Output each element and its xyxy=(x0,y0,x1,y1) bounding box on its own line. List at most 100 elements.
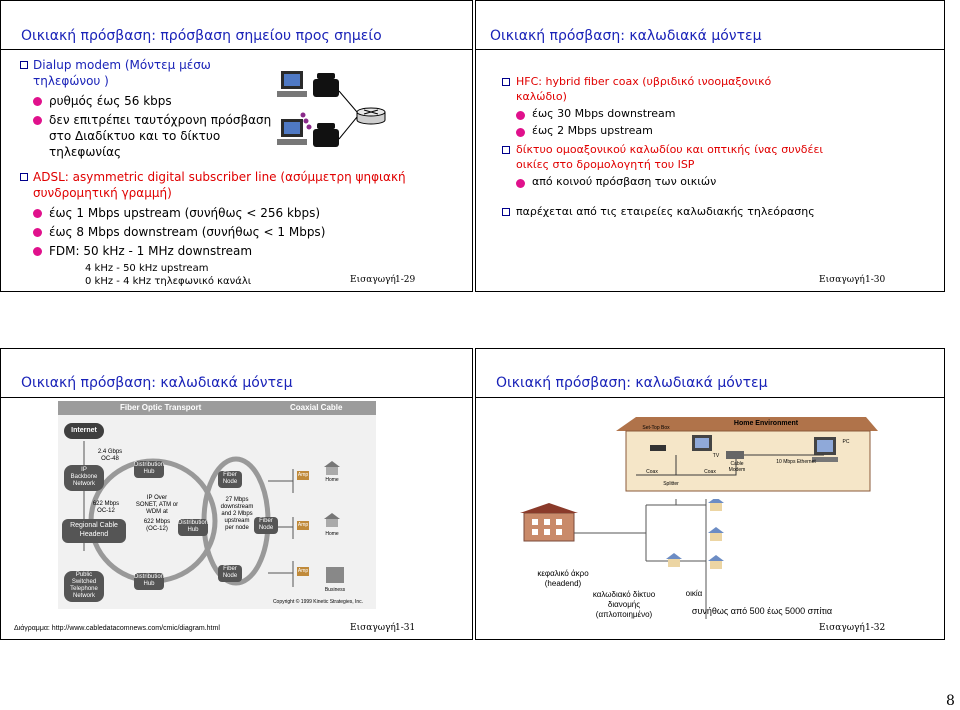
slide-title: Οικιακή πρόσβαση: καλωδιακά μόντεμ xyxy=(496,375,768,391)
pc-label: PC xyxy=(842,439,850,445)
house-icon xyxy=(708,555,724,569)
slide-1-29: Οικιακή πρόσβαση: πρόσβαση σημείου προς … xyxy=(0,0,473,292)
page-number: 8 xyxy=(946,693,955,709)
tv-icon xyxy=(692,435,712,451)
slide-title: Οικιακή πρόσβαση: καλωδιακά μόντεμ xyxy=(21,375,293,391)
amp-node: Amp xyxy=(297,567,309,576)
phone-icon xyxy=(313,123,339,147)
bullet-text: έως 8 Mbps downstream (συνήθως < 1 Mbps) xyxy=(49,225,326,239)
cable-modem-icon xyxy=(726,451,744,459)
home-label: Home xyxy=(325,531,339,537)
footer-label: Εισαγωγή xyxy=(819,623,865,633)
bullet-text: καλώδιο) xyxy=(516,90,567,103)
slide-title: Οικιακή πρόσβαση: καλωδιακά μόντεμ xyxy=(490,28,762,44)
bullet-text: έως 2 Mbps upstream xyxy=(532,124,653,137)
set-top-box-label: Set-Top Box xyxy=(642,425,670,431)
house-icons xyxy=(324,461,344,583)
diagram-header-bar xyxy=(58,401,376,415)
cable-modem-label: Cable Modem xyxy=(728,461,746,473)
footer-page-number: 1-32 xyxy=(865,623,886,633)
round-bullet-icon xyxy=(33,247,42,256)
distribution-tree xyxy=(520,499,724,619)
distribution-network-label: καλωδιακό δίκτυο διανομής (απλοποιημένο) xyxy=(592,590,656,619)
house-icon xyxy=(708,527,724,541)
router-icon xyxy=(356,107,386,125)
distribution-hub-node: Distribution Hub xyxy=(178,519,208,536)
bullet-text: οικίες στο δρομολογητή του ISP xyxy=(516,158,695,171)
square-bullet-icon xyxy=(20,61,28,69)
bullet-text: FDM: 50 kHz - 1 MHz downstream xyxy=(49,244,253,258)
bullet-text: δεν επιτρέπει ταυτόχρονη πρόσβαση xyxy=(49,113,272,127)
headend-node: Regional Cable Headend xyxy=(62,519,126,543)
home-env-label: Home Environment xyxy=(733,420,799,427)
bullet-text: έως 30 Mbps downstream xyxy=(532,107,676,120)
diagram-header-left: Fiber Optic Transport xyxy=(120,403,202,412)
copyright-label: Copyright © 1999 Kinetic Strategies, Inc… xyxy=(272,599,364,605)
fiber-node: Fiber Node xyxy=(218,565,242,582)
fiber-node: Fiber Node xyxy=(254,517,278,534)
phone-icon xyxy=(313,73,339,97)
home-environment-diagram: Home Environment Set-Top Box TV Cable Mo… xyxy=(616,411,878,497)
bullet-text: στο Διαδίκτυο και το δίκτυο xyxy=(49,129,221,143)
title-divider xyxy=(476,397,944,398)
bullet-text: HFC: hybrid fiber coax (υβριδικό ινοομαξ… xyxy=(516,75,772,88)
title-divider xyxy=(1,49,472,50)
bullet-text: Dialup modem (Μόντεμ μέσω xyxy=(33,58,211,72)
headend-building-icon xyxy=(520,503,578,542)
tv-label: TV xyxy=(712,453,720,459)
house-icon xyxy=(324,461,340,475)
house-icon xyxy=(708,499,724,511)
footer-label: Εισαγωγή xyxy=(819,275,865,285)
slide-1-31: Οικιακή πρόσβαση: καλωδιακά μόντεμ Fiber… xyxy=(0,348,473,640)
mbps27-label: 27 Mbps downstream and 2 Mbps upstream p… xyxy=(220,497,254,531)
distribution-hub-node: Distribution Hub xyxy=(134,573,164,590)
pc-icon xyxy=(812,437,838,462)
bullet-text: από κοινού πρόσβαση των οικιών xyxy=(532,175,717,188)
footer-page-number: 1-31 xyxy=(395,623,416,633)
oc12b-label: 622 Mbps (OC-12) xyxy=(143,519,171,532)
home-label: οικία xyxy=(685,589,703,598)
house-icon xyxy=(666,553,682,567)
footer-label: Εισαγωγή xyxy=(350,623,396,633)
business-label: Business xyxy=(324,587,346,593)
bullet-text: 4 kHz - 50 kHz upstream xyxy=(85,263,209,274)
bullet-text: ρυθμός έως 56 kbps xyxy=(49,94,172,108)
home-label: Home xyxy=(325,477,339,483)
house-outline xyxy=(616,417,878,492)
slide-1-30: Οικιακή πρόσβαση: καλωδιακά μόντεμ HFC: … xyxy=(475,0,945,292)
computer-icon xyxy=(277,119,307,145)
homes-count-label: συνήθως από 500 έως 5000 σπίτια xyxy=(691,606,833,616)
ethernet-label: 10 Mbps Ethernet xyxy=(776,459,816,465)
bullet-text: τηλεφώνου ) xyxy=(33,74,109,88)
square-bullet-icon xyxy=(502,78,510,86)
amp-node: Amp xyxy=(297,521,309,530)
modem-illustration xyxy=(277,71,386,147)
bullet-text: παρέχεται από τις εταιρείες καλωδιακής τ… xyxy=(516,205,815,218)
diagram-header-right: Coaxial Cable xyxy=(290,403,343,412)
fiber-node: Fiber Node xyxy=(218,471,242,488)
gbps-label: 2.4 Gbps OC-48 xyxy=(97,449,123,462)
round-bullet-icon xyxy=(33,97,42,106)
footer-page-number: 1-29 xyxy=(395,275,416,285)
set-top-box-icon xyxy=(650,445,666,451)
round-bullet-icon xyxy=(33,116,42,125)
round-bullet-icon xyxy=(516,179,525,188)
computer-icon xyxy=(277,71,307,97)
oc12-label: 622 Mbps OC-12 xyxy=(92,501,120,514)
slide-1-32: Οικιακή πρόσβαση: καλωδιακά μόντεμ Home … xyxy=(475,348,945,640)
house-icon xyxy=(324,513,340,527)
cable-network-diagram: Fiber Optic Transport Coaxial Cable Inte… xyxy=(58,401,376,609)
round-bullet-icon xyxy=(33,228,42,237)
square-bullet-icon xyxy=(20,173,28,181)
square-bullet-icon xyxy=(502,146,510,154)
diagram-source: Διάγραμμα: http://www.cabledatacomnews.c… xyxy=(14,625,220,632)
bullet-text: έως 1 Mbps upstream (συνήθως < 256 kbps) xyxy=(49,206,321,220)
building-icon xyxy=(326,567,344,583)
internet-node: Internet xyxy=(64,423,104,439)
footer-page-number: 1-30 xyxy=(865,275,886,285)
bullet-text: δίκτυο ομοαξονικού καλωδίου και οπτικής … xyxy=(516,143,824,156)
slide-title: Οικιακή πρόσβαση: πρόσβαση σημείου προς … xyxy=(21,28,382,44)
round-bullet-icon xyxy=(516,128,525,137)
square-bullet-icon xyxy=(502,208,510,216)
bullet-text: συνδρομητική γραμμή) xyxy=(33,186,172,200)
